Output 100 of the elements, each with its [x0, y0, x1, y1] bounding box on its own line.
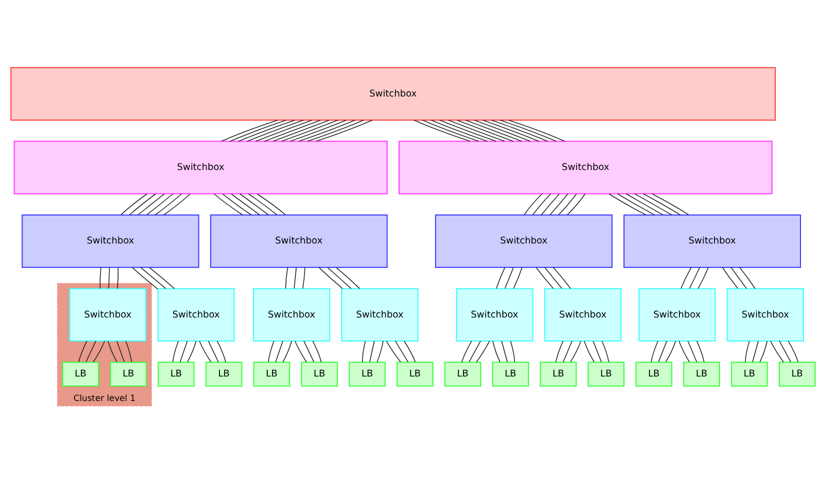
connector [584, 340, 595, 362]
connector [508, 119, 566, 142]
connector [642, 192, 681, 215]
connector [172, 340, 179, 362]
connector [216, 340, 226, 362]
connector [456, 119, 514, 142]
connector [500, 119, 557, 142]
node-box: Switchbox [456, 288, 534, 342]
node-box: Switchbox [624, 214, 801, 268]
node-box: Switchbox [157, 288, 235, 342]
connector [362, 340, 366, 362]
connector [298, 119, 356, 142]
connector [651, 192, 690, 215]
connector [413, 119, 471, 142]
connector [448, 119, 505, 142]
connector [303, 340, 314, 362]
connector [86, 340, 96, 362]
node-box: LB [683, 361, 720, 386]
node-box: Switchbox [341, 288, 418, 342]
node-box: Switchbox [69, 288, 146, 342]
node-box: Switchbox [14, 140, 388, 194]
connector [268, 340, 274, 362]
connector [100, 266, 102, 288]
connector [540, 192, 560, 215]
connector [608, 192, 646, 215]
connector [422, 119, 480, 142]
connector [154, 192, 182, 215]
node-box: LB [301, 361, 338, 386]
connector [214, 192, 243, 215]
connector [680, 266, 692, 288]
connector [501, 340, 508, 362]
connector [722, 266, 738, 288]
connector [327, 266, 352, 288]
connector [116, 266, 119, 288]
connector [688, 340, 698, 362]
connector [220, 119, 278, 142]
node-box: LB [444, 361, 482, 386]
node-box: Switchbox [544, 288, 622, 342]
connector [336, 266, 360, 288]
connector [465, 119, 522, 142]
connector [770, 340, 784, 362]
node-box: Switchbox [252, 288, 330, 342]
connector [264, 119, 322, 142]
node-box: Switchbox [638, 288, 716, 342]
connector [739, 266, 756, 288]
connector [78, 340, 88, 362]
connector [492, 340, 500, 362]
connector [129, 192, 156, 215]
node-box: LB [635, 361, 672, 386]
node-box: LB [158, 361, 195, 386]
node-box: LB [253, 361, 290, 386]
connector [513, 266, 522, 288]
connector [430, 119, 488, 142]
connector [187, 340, 197, 362]
connector [536, 266, 554, 288]
connector [658, 340, 668, 362]
connector [255, 119, 312, 142]
connector [634, 192, 672, 215]
connector [665, 340, 676, 362]
connector [275, 340, 284, 362]
node-box: Switchbox [210, 214, 388, 268]
connector [650, 340, 658, 362]
connector [116, 340, 125, 362]
connector [696, 340, 704, 362]
node-box: LB [348, 361, 386, 386]
connector [256, 192, 286, 215]
connector [490, 119, 548, 142]
connector [208, 340, 219, 362]
connector [504, 266, 514, 288]
connector [476, 340, 490, 362]
connector [510, 340, 516, 362]
connector [744, 340, 750, 362]
connector [138, 192, 165, 215]
connector [570, 340, 582, 362]
connector [617, 192, 655, 215]
connector [108, 266, 110, 288]
connector [550, 192, 568, 215]
connector [730, 266, 747, 288]
connector [120, 192, 148, 215]
node-box: LB [588, 361, 624, 386]
connector [307, 119, 364, 142]
node-box: LB [778, 361, 816, 386]
connector [246, 119, 304, 142]
connector [290, 119, 347, 142]
connector [698, 266, 709, 288]
node-box: Switchbox [435, 214, 613, 268]
connector [626, 192, 664, 215]
connector [132, 266, 158, 289]
connector [302, 266, 306, 288]
connector [294, 340, 307, 362]
node-box: Switchbox [398, 140, 772, 194]
connector [558, 192, 577, 215]
connector [140, 266, 166, 288]
connector [482, 119, 540, 142]
connector [524, 192, 542, 215]
node-box: Switchbox [22, 214, 200, 268]
connector [566, 192, 586, 215]
connector [592, 340, 602, 362]
connector [238, 119, 296, 142]
connector [678, 340, 690, 362]
